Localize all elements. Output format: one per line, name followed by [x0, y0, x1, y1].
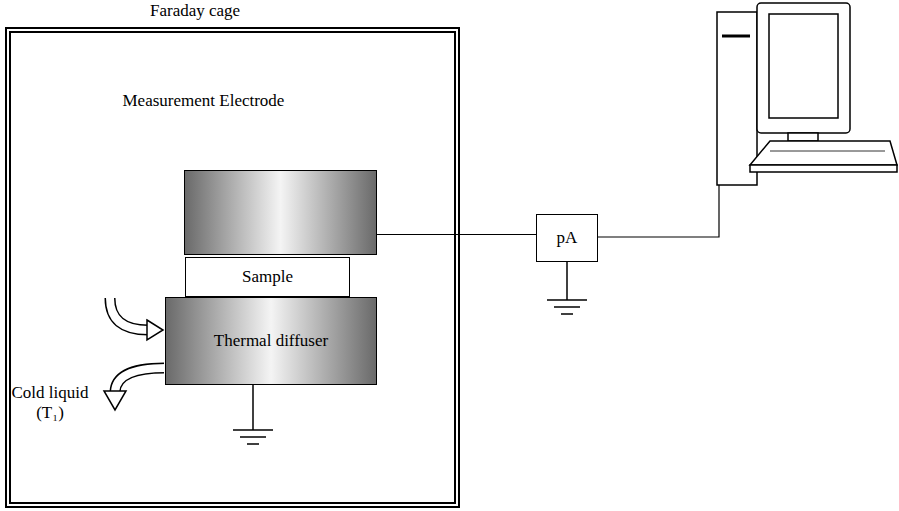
- node-label: Sample: [242, 267, 293, 287]
- node-heading: Faraday cage: [150, 1, 240, 20]
- thermal-diffuser: Thermal diffuser: [165, 297, 377, 385]
- faraday-cage: Measurement ElectrodeSampleThermal diffu…: [5, 27, 460, 508]
- computer-icon: [717, 3, 897, 185]
- liquid-outlet-arrow: [104, 368, 166, 410]
- sample-box: Sample: [185, 257, 350, 297]
- data-wire: [598, 185, 719, 237]
- node-heading: Measurement Electrode: [123, 91, 285, 110]
- measurement-electrode: Measurement Electrode: [184, 170, 377, 255]
- liquid-inlet-arrow: [110, 298, 163, 340]
- node-label: Thermal diffuser: [214, 331, 328, 351]
- coolant-label: Cold liquid (T₁): [10, 383, 90, 424]
- picoammeter-box: pA: [536, 214, 598, 262]
- ground-symbol: [547, 262, 587, 314]
- ground-symbol: [233, 385, 273, 444]
- node-label: pA: [557, 228, 578, 248]
